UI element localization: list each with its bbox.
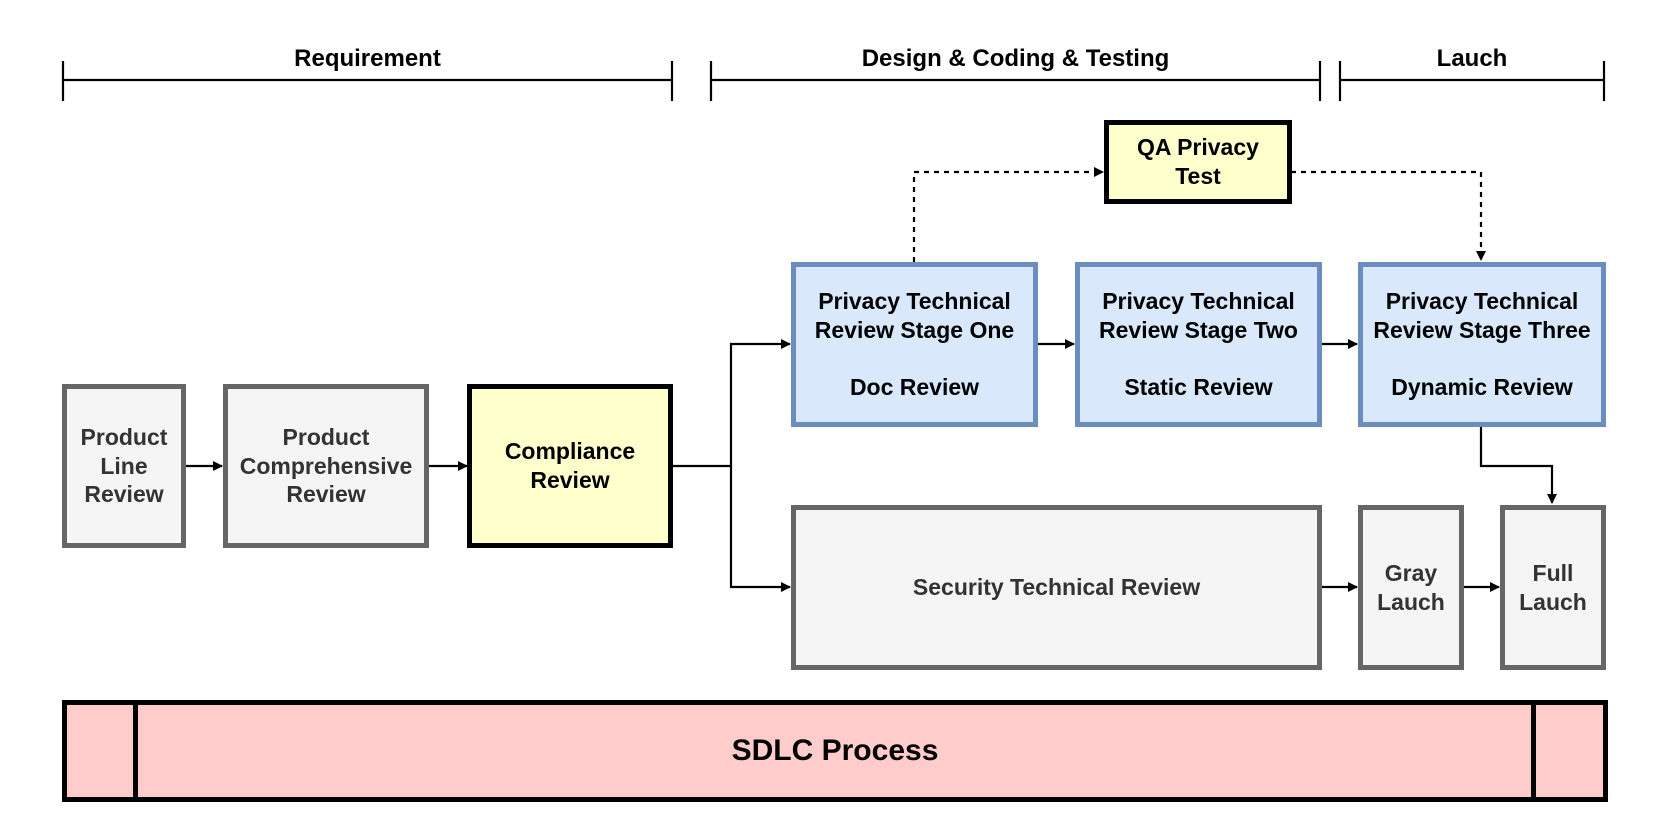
qa-privacy-test-node: QA Privacy Test xyxy=(1104,120,1292,204)
arrow-compliance-split xyxy=(672,339,791,468)
gray-launch-line2: Lauch xyxy=(1377,588,1445,615)
phase-label-requirement: Requirement xyxy=(294,45,441,72)
stage-two-title-line1: Privacy Technical xyxy=(1102,288,1295,315)
phase-label-launch: Lauch xyxy=(1436,45,1508,72)
stage-two-subtitle: Static Review xyxy=(1124,373,1273,400)
arrow-stage-three-to-full xyxy=(1479,425,1557,504)
security-technical-review-node: Security Technical Review xyxy=(791,505,1322,670)
stage-one-title-line2: Review Stage One xyxy=(814,317,1015,344)
phase-label-design: Design & Coding & Testing xyxy=(861,45,1170,72)
product-line-review-line2: Line xyxy=(100,452,148,479)
sdlc-divider-left xyxy=(133,700,138,802)
product-line-review-line3: Review xyxy=(84,481,164,508)
product-comprehensive-review-line3: Review xyxy=(286,481,366,508)
dashed-arrow-from-qa xyxy=(1291,170,1486,261)
full-launch-line2: Lauch xyxy=(1519,588,1587,615)
privacy-review-stage-two-node: Privacy Technical Review Stage Two Stati… xyxy=(1075,262,1322,427)
sdlc-process-bar: SDLC Process xyxy=(62,700,1608,802)
privacy-review-stage-one-node: Privacy Technical Review Stage One Doc R… xyxy=(791,262,1038,427)
sdlc-process-label: SDLC Process xyxy=(731,734,939,767)
phase-bracket-launch xyxy=(1338,61,1606,101)
product-comprehensive-review-line1: Product xyxy=(282,423,370,450)
stage-one-title-line1: Privacy Technical xyxy=(818,288,1011,315)
qa-privacy-test-line1: QA Privacy xyxy=(1137,134,1259,161)
sdlc-divider-right xyxy=(1531,700,1536,802)
compliance-review-node: Compliance Review xyxy=(467,384,673,548)
product-comprehensive-review-line2: Comprehensive xyxy=(239,452,413,479)
full-launch-node: Full Lauch xyxy=(1500,505,1606,670)
stage-two-title-line2: Review Stage Two xyxy=(1099,317,1298,344)
compliance-review-line1: Compliance xyxy=(504,438,636,465)
compliance-review-line2: Review xyxy=(530,467,610,493)
gray-launch-line1: Gray xyxy=(1384,559,1438,586)
gray-launch-node: Gray Lauch xyxy=(1358,505,1464,670)
security-technical-review-label: Security Technical Review xyxy=(912,574,1201,601)
dashed-arrow-to-qa xyxy=(912,167,1104,262)
stage-one-subtitle: Doc Review xyxy=(849,373,980,400)
full-launch-line1: Full xyxy=(1532,559,1574,586)
phase-bracket-design xyxy=(709,61,1322,101)
product-line-review-line1: Product xyxy=(80,423,168,450)
privacy-review-stage-three-node: Privacy Technical Review Stage Three Dyn… xyxy=(1358,262,1606,427)
arrow-compliance-to-security xyxy=(729,466,791,592)
stage-three-title-line2: Review Stage Three xyxy=(1373,317,1591,344)
phase-bracket-requirement xyxy=(61,61,674,101)
stage-three-subtitle: Dynamic Review xyxy=(1391,373,1573,400)
stage-three-title-line1: Privacy Technical xyxy=(1385,288,1579,315)
product-line-review-node: Product Line Review xyxy=(62,384,186,548)
qa-privacy-test-line2: Test xyxy=(1175,163,1221,189)
product-comprehensive-review-node: Product Comprehensive Review xyxy=(223,384,429,548)
